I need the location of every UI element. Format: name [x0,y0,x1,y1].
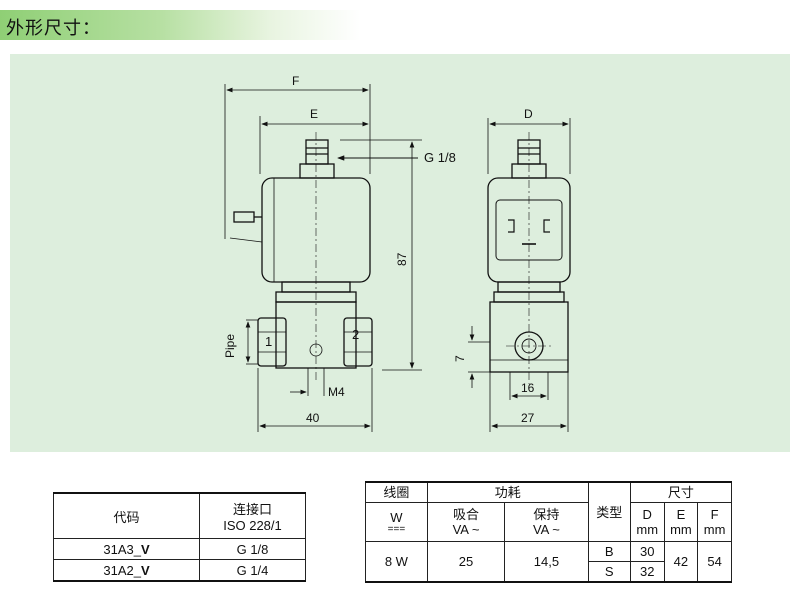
table-row: 8 W 25 14,5 B 30 42 54 [365,541,732,583]
unit-w: W [390,509,403,525]
dim-27-label: 27 [521,411,535,425]
dim-M4-label: M4 [328,385,345,399]
coil-value: 8 W [365,541,428,583]
side-view [468,118,571,432]
code-table-header: 代码 连接口 ISO 228/1 [53,492,306,539]
f-unit: mm [703,522,726,537]
subheader-pull: 吸合 VA ~ [426,502,506,542]
pull-value: 25 [426,541,506,583]
dc-symbol: === [387,523,406,535]
technical-drawing: F E G 1/8 87 Pipe 1 2 M4 40 [223,74,571,432]
header-type: 类型 [587,481,631,542]
f-value: 54 [697,541,732,583]
port-G18-label: G 1/8 [424,150,456,165]
pull-label: 吸合 [453,507,480,522]
f-label: F [710,507,719,522]
subheader-f: F mm [697,502,732,542]
d-label: D [642,507,652,522]
connection-cell: G 1/8 [199,538,306,560]
code-table: 代码 连接口 ISO 228/1 31A3_V G 1/8 31A2_V G 1… [53,492,306,582]
table-row: 31A3_V G 1/8 [53,538,306,560]
subheader-e: E mm [663,502,699,542]
d-S-value: 32 [629,561,665,583]
connection-cell: G 1/4 [199,559,306,582]
header-connection-line2: ISO 228/1 [223,518,282,533]
d-unit: mm [636,522,659,537]
e-label: E [676,507,686,522]
header-connection-line1: 连接口 [232,502,272,517]
header-coil: 线圈 [365,481,428,503]
drawing-panel: F E G 1/8 87 Pipe 1 2 M4 40 [10,54,790,452]
code-suffix: V [140,541,150,557]
header-connection: 连接口 ISO 228/1 [199,492,306,539]
pull-unit: VA ~ [452,522,480,537]
spec-header-row: 线圈 功耗 类型 尺寸 [365,481,733,542]
dim-7-label: 7 [453,355,467,362]
front-view [224,84,422,432]
section-title: 外形尺寸： [6,18,101,39]
section-header: 外形尺寸： [0,10,360,40]
dim-E-label: E [310,107,318,121]
code-suffix: V [140,562,150,578]
port-1-label: 1 [265,334,272,349]
header-power: 功耗 [426,481,589,503]
d-B-value: 30 [629,541,665,562]
code-prefix: 31A3_ [103,541,141,557]
header-code: 代码 [53,492,200,539]
subheader-d: D mm [629,502,665,542]
code-cell: 31A3_V [53,538,200,560]
type-B: B [587,541,631,562]
e-value: 42 [663,541,699,583]
code-cell: 31A2_V [53,559,200,582]
hold-value: 14,5 [504,541,589,583]
hold-label: 保持 [533,507,560,522]
dim-40-label: 40 [306,411,320,425]
e-unit: mm [670,522,692,537]
spec-table: 线圈 功耗 类型 尺寸 W === 吸合 VA ~ 保持 VA ~ D mm E… [365,481,733,583]
subheader-hold: 保持 VA ~ [504,502,589,542]
subheader-w: W === [365,502,428,542]
table-row: 31A2_V G 1/4 [53,559,306,582]
dim-16-label: 16 [521,381,535,395]
type-S: S [587,561,631,583]
dim-87-label: 87 [395,252,409,266]
code-prefix: 31A2_ [103,562,141,578]
pipe-label: Pipe [223,334,237,358]
hold-unit: VA ~ [532,522,560,537]
dim-F-label: F [292,74,299,88]
header-size: 尺寸 [629,481,733,503]
dim-D-label: D [524,107,533,121]
spec-subheader-row: W === 吸合 VA ~ 保持 VA ~ D mm E mm F mm [365,502,732,542]
port-2-label: 2 [352,327,359,342]
table-row: S 32 [366,561,732,583]
